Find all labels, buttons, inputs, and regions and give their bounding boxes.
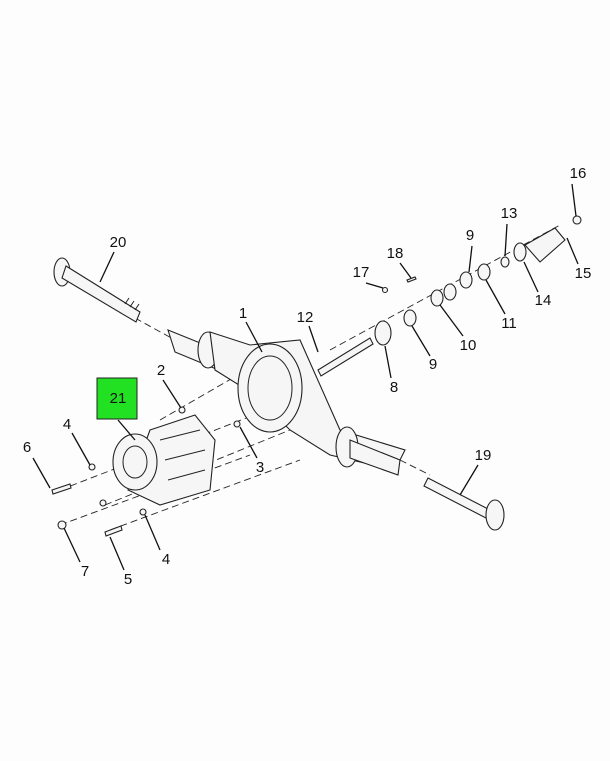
callout-4[interactable]: 4 [162,551,170,568]
pinion-assembly [317,215,582,377]
axle-shaft-19 [423,477,505,531]
axle-housing [167,329,406,476]
callout-12[interactable]: 12 [297,309,314,326]
fasteners [51,276,417,537]
callout-leader-line [571,183,577,217]
callout-1[interactable]: 1 [239,305,247,322]
callout-11[interactable]: 11 [501,315,517,332]
callout-leader-line [308,325,319,353]
callout-leader-line [365,282,384,289]
callout-9[interactable]: 9 [466,227,474,244]
callout-leader-line [71,432,91,466]
callout-21[interactable]: 21 [110,390,127,407]
callout-leader-line [109,536,125,571]
callout-6[interactable]: 6 [23,439,31,456]
callout-15[interactable]: 15 [575,265,592,282]
callout-leader-line [32,457,51,489]
callout-18[interactable]: 18 [387,245,404,262]
callout-leader-line [239,426,258,459]
differential-carrier [112,414,216,506]
callout-leader-line [523,261,539,293]
callout-14[interactable]: 14 [535,292,552,309]
callout-leader-line [439,304,464,337]
callout-leader-line [411,325,431,357]
callout-4[interactable]: 4 [63,416,71,433]
callout-leader-line [99,251,115,283]
highlighted-callout-box[interactable] [96,377,138,420]
callout-leader-line [63,527,81,563]
callout-leader-line [468,245,473,273]
axle-shaft-20 [53,257,141,323]
callout-leader-line [504,223,508,257]
callout-leader-line [459,464,479,496]
callout-leader-line [399,262,412,279]
callout-7[interactable]: 7 [81,563,89,580]
callout-5[interactable]: 5 [124,571,132,588]
callout-leader-line [117,419,136,441]
callout-13[interactable]: 13 [501,205,518,222]
callout-leader-line [245,321,263,353]
callout-19[interactable]: 19 [475,447,492,464]
callout-10[interactable]: 10 [460,337,477,354]
callout-16[interactable]: 16 [570,165,587,182]
callout-2[interactable]: 2 [157,362,165,379]
callout-leader-line [162,379,182,409]
callout-leader-line [566,237,579,265]
callout-3[interactable]: 3 [256,459,264,476]
callout-17[interactable]: 17 [353,264,370,281]
callout-8[interactable]: 8 [390,379,398,396]
callout-9[interactable]: 9 [429,356,437,373]
callout-leader-line [384,345,392,379]
callout-leader-line [144,514,161,551]
callout-leader-line [485,279,506,315]
callout-20[interactable]: 20 [110,234,127,251]
